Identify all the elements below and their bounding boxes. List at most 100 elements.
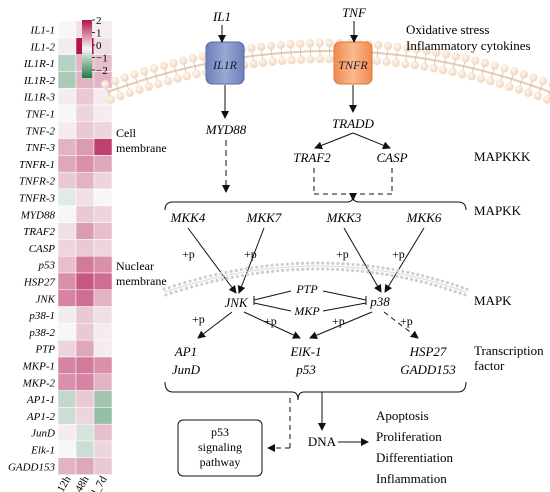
hsp27-label: HSP27 [409, 344, 447, 359]
nuclear-lipid-head [193, 278, 197, 282]
nuclear-lipid-head [361, 263, 365, 267]
heatmap-cell [75, 255, 95, 274]
membrane-lipid-tail [183, 64, 187, 73]
nuclear-lipid-head [380, 272, 384, 276]
nuclear-lipid-head [296, 267, 300, 272]
mkk3-label: MKK3 [326, 210, 362, 225]
heatmap-cell [75, 440, 95, 459]
nuclear-lipid-head [266, 270, 270, 274]
nuclear-lipid-head [390, 273, 394, 278]
heatmap-cell [75, 339, 95, 358]
heatmap-cell [75, 188, 95, 207]
membrane-lipid-head [500, 64, 509, 73]
heatmap-gene-label: IL1R-1 [23, 58, 55, 70]
phospho-mkk6: +p [392, 247, 405, 261]
transcription-factor-label-line2: factor [474, 358, 505, 373]
nuclear-lipid-head [371, 264, 375, 269]
membrane-lipid-head [198, 52, 207, 61]
membrane-lipid-head [179, 56, 188, 65]
heatmap-cell [75, 121, 95, 139]
membrane-lipid-head [441, 50, 451, 59]
nuclear-lipid-head [250, 266, 254, 270]
outcome-proliferation: Proliferation [376, 429, 442, 444]
p53-pathway-line1: p53 [211, 425, 229, 439]
heatmap-cell [57, 104, 77, 123]
heatmap-cell [93, 222, 113, 240]
heatmap-cell [57, 390, 77, 408]
nuclear-lipid-head [316, 261, 320, 265]
membrane-lipid-tail [529, 81, 533, 90]
membrane-lipid-head [420, 62, 429, 71]
heatmap-cell [57, 339, 77, 358]
outcome-apoptosis: Apoptosis [376, 408, 429, 423]
membrane-lipid-tail [519, 78, 523, 86]
heatmap-gene-label: TNF-1 [26, 109, 55, 121]
nuclear-lipid-head [448, 288, 453, 292]
nuclear-lipid-head [453, 289, 457, 294]
nuclear-lipid-head [174, 289, 178, 294]
nuclear-lipid-head [458, 291, 462, 295]
membrane-lipid-tail [261, 50, 263, 59]
membrane-lipid-tail [500, 72, 504, 81]
membrane-lipid-head [173, 74, 182, 83]
heatmap-cell [57, 138, 77, 156]
mkp-label: MKP [293, 304, 320, 318]
nuclear-lipid-head [164, 293, 168, 297]
heatmap-cell [57, 323, 77, 341]
nuclear-lipid-head [260, 264, 264, 269]
membrane-lipid-tail [414, 53, 417, 62]
nuclear-lipid-head [270, 263, 274, 267]
membrane-lipid-head [135, 85, 144, 94]
membrane-lipid-tail [164, 69, 168, 78]
nuclear-lipid-head [340, 268, 345, 272]
heatmap-gene-label: AP1-1 [26, 394, 55, 406]
mkk7-label: MKK7 [246, 210, 282, 225]
nuclear-lipid-head [167, 285, 171, 290]
heatmap-gene-label: IL1R-3 [23, 92, 56, 104]
heatmap-cell [57, 71, 77, 89]
nuclear-lipid-head [215, 278, 219, 283]
membrane-lipid-head [182, 72, 192, 81]
nuclear-lipid-head [405, 276, 409, 280]
heatmap-gene-label: PTP [34, 344, 55, 356]
heatmap-cell [93, 255, 113, 274]
nuclear-lipid-head [421, 274, 425, 278]
nuclear-lipid-head [326, 267, 330, 271]
jund-label: JunD [172, 362, 201, 377]
nuclear-lipid-head [444, 286, 448, 290]
heatmap-cell [57, 289, 77, 307]
nuclear-lipid-head [321, 261, 325, 265]
nuclear-lipid-head [385, 273, 389, 277]
nuclear-lipid-head [386, 267, 390, 271]
membrane-lipid-tail [491, 69, 494, 78]
nuclear-lipid-head [198, 276, 202, 280]
heatmap-cell [93, 289, 113, 307]
membrane-lipid-head [106, 95, 115, 104]
heatmap-gene-label: p38-1 [28, 310, 55, 322]
membrane-lipid-tail [395, 50, 398, 59]
nuclear-membrane [162, 261, 469, 297]
heatmap-gene-label: TNFR-1 [19, 159, 55, 171]
membrane-lipid-head [163, 76, 173, 86]
nuclear-lipid-head [366, 264, 370, 268]
heatmap-cell [93, 171, 113, 190]
heatmap-legend-tick-label: −1 [96, 53, 108, 65]
membrane-lipid-head [258, 58, 268, 67]
heatmap-cell [75, 104, 95, 123]
nuclear-lipid-head [381, 266, 385, 270]
nuclear-lipid-head [463, 293, 467, 297]
heatmap-cell [57, 20, 77, 39]
nuclear-membrane-label-line1: Nuclear [116, 259, 154, 273]
heatmap-gene-label: MKP-2 [22, 377, 56, 389]
membrane-lipid-tail [434, 56, 437, 65]
heatmap-cell [93, 440, 113, 459]
nuclear-lipid-head [244, 267, 249, 271]
membrane-lipid-head [130, 70, 139, 79]
heatmap-cell [57, 255, 77, 274]
nuclear-lipid-head [183, 281, 187, 285]
heatmap-color-legend [82, 20, 92, 78]
p53-label: p53 [295, 362, 316, 377]
nuclear-lipid-head [306, 267, 310, 271]
nuclear-lipid-head [356, 263, 360, 267]
heatmap-gene-label: MKP-1 [22, 361, 55, 373]
